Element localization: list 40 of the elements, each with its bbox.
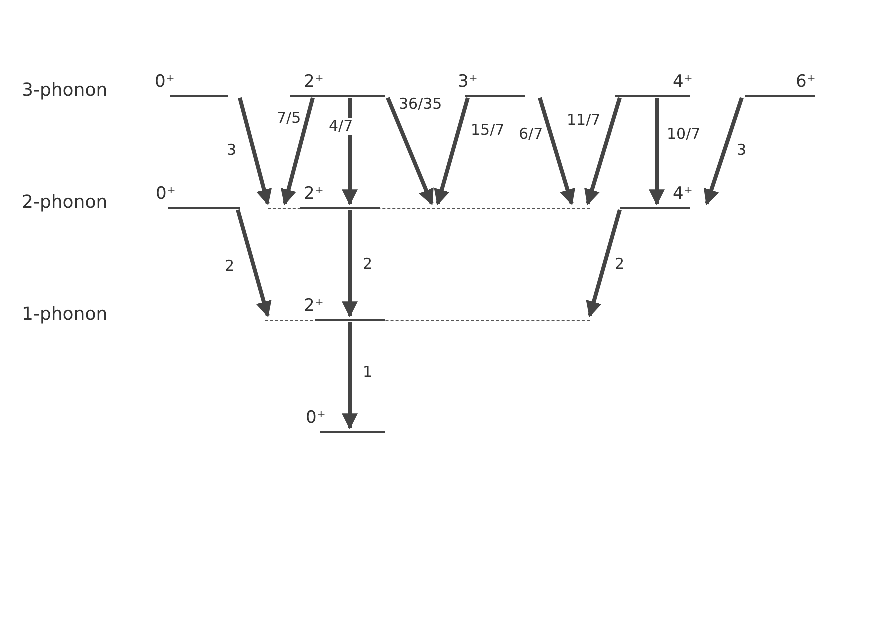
edge-label: 6/7	[518, 126, 544, 143]
transition-arrow	[238, 97, 272, 206]
state-label: 0⁺	[306, 408, 326, 428]
row-label: 3-phonon	[22, 80, 108, 101]
edge-label: 36/35	[398, 96, 444, 113]
transition-arrow	[236, 209, 272, 318]
state-label: 0⁺	[156, 184, 176, 204]
transition-arrow	[342, 98, 358, 206]
state-label: 0⁺	[155, 72, 175, 92]
row-label: 1-phonon	[22, 304, 108, 325]
state-label: 6⁺	[796, 72, 816, 92]
state-label: 2⁺	[304, 72, 324, 92]
transition-arrow	[342, 210, 358, 318]
transition-arrow	[280, 97, 315, 206]
edge-label: 11/7	[566, 112, 602, 129]
transition-arrow	[342, 322, 358, 430]
energy-level	[265, 296, 590, 321]
edge-label: 4/7	[328, 118, 354, 135]
transition-arrow	[584, 97, 622, 206]
state-label: 4⁺	[673, 184, 693, 204]
transition-arrow	[538, 97, 576, 206]
transition-arrow	[704, 97, 744, 206]
transition-arrow	[649, 98, 665, 206]
transition-arrow	[434, 97, 470, 206]
energy-level	[268, 184, 590, 209]
edge-label: 7/5	[276, 110, 302, 127]
transition-arrow	[586, 209, 622, 318]
row-label: 2-phonon	[22, 192, 108, 213]
energy-level	[290, 72, 385, 97]
edge-label: 15/7	[470, 122, 506, 139]
edge-label: 10/7	[666, 126, 702, 143]
state-label: 4⁺	[673, 72, 693, 92]
transition-arrow	[386, 97, 434, 206]
state-label: 3⁺	[458, 72, 478, 92]
energy-level	[306, 408, 385, 433]
state-label: 2⁺	[304, 184, 324, 204]
energy-level	[156, 184, 240, 209]
energy-level	[155, 72, 228, 97]
energy-level	[458, 72, 525, 97]
state-label: 2⁺	[304, 296, 324, 316]
